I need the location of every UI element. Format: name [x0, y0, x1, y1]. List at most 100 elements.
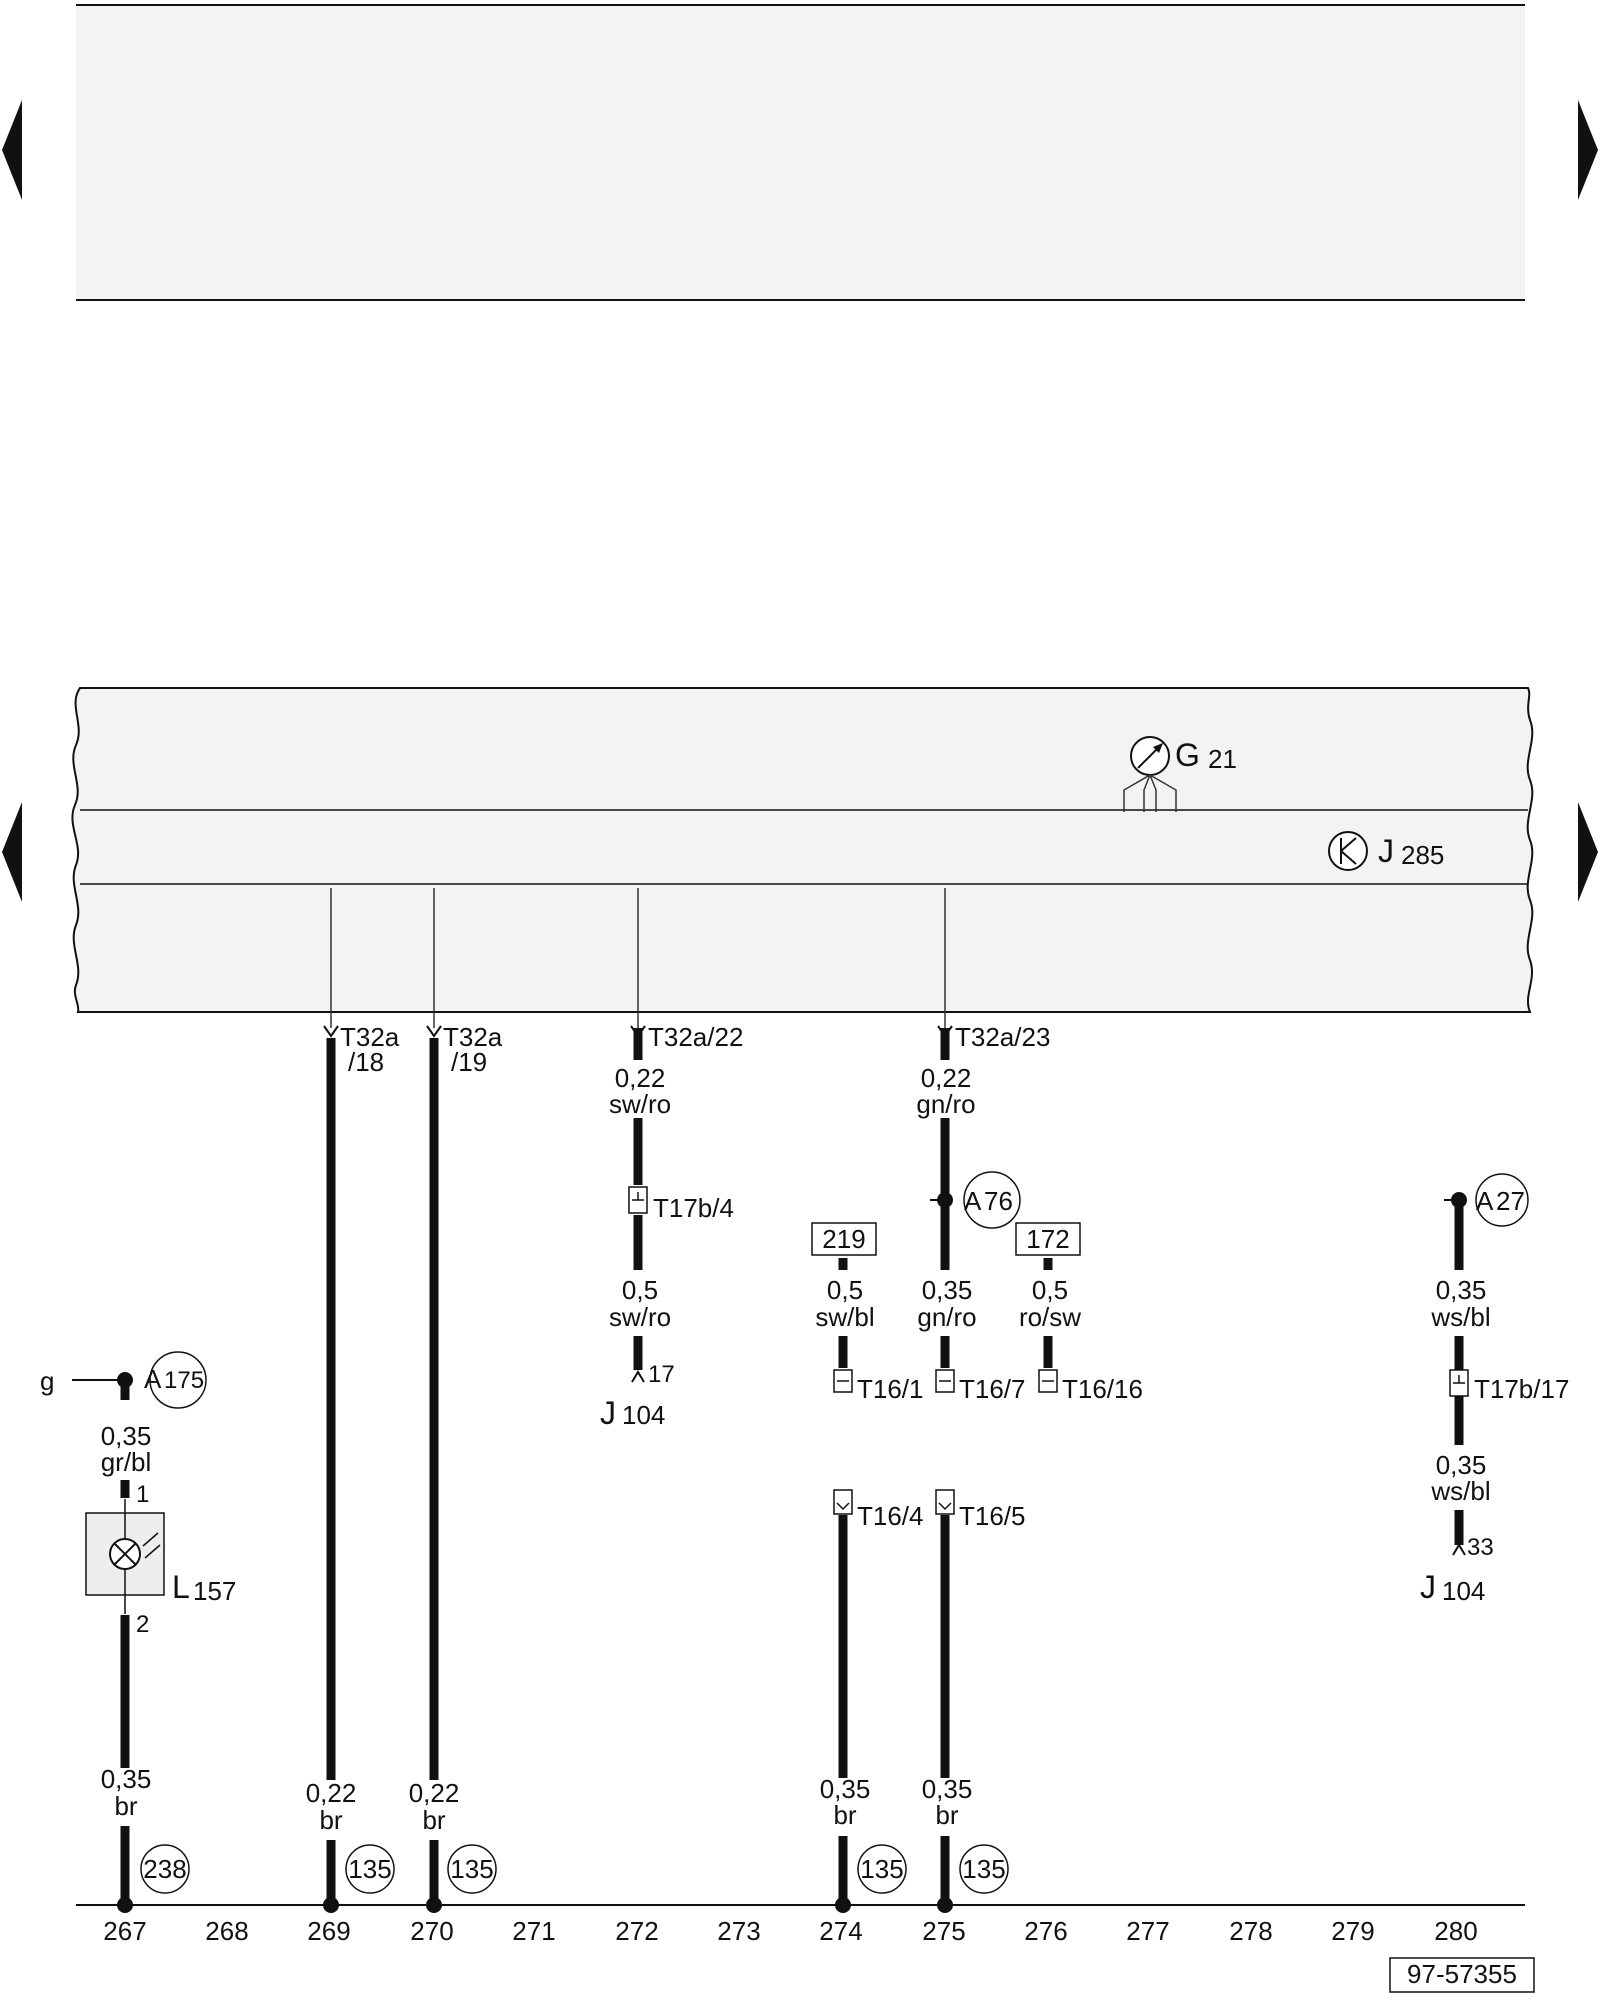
wire-color-275-top: gn/ro [916, 1089, 975, 1119]
pin-l157-1: 1 [136, 1481, 149, 1508]
connector-t17b-17-symbol [1449, 1369, 1469, 1397]
input-label-g: g [40, 1366, 54, 1396]
ref-box-172: 172 [1015, 1222, 1081, 1256]
wire-size-267-bot: 0,35 [101, 1764, 152, 1794]
g21-label: G [1175, 737, 1200, 773]
wire-color-274-top: sw/bl [815, 1302, 874, 1332]
connector-t16-5: T16/5 [959, 1501, 1026, 1531]
connector-t16-5-symbol [935, 1489, 955, 1515]
wire-size-275-bot: 0,35 [922, 1774, 973, 1804]
svg-text:172: 172 [1026, 1224, 1069, 1254]
svg-text:135: 135 [860, 1854, 903, 1884]
wire-size-269: 0,22 [306, 1778, 357, 1808]
track-280: 280 [1434, 1916, 1477, 1946]
top-panel [76, 4, 1525, 301]
l157-label: L [172, 1569, 190, 1605]
pin-arrow-j104-33 [1452, 1543, 1466, 1556]
pin-j104-17: 17 [648, 1361, 675, 1388]
svg-text:A: A [1476, 1186, 1494, 1216]
wire-size-272-top: 0,22 [615, 1063, 666, 1093]
svg-text:A: A [144, 1364, 162, 1394]
pin-arrow-j104-17 [631, 1370, 645, 1383]
track-278: 278 [1229, 1916, 1272, 1946]
wire-color-275-mid: gn/ro [917, 1302, 976, 1332]
connector-t16-1: T16/1 [857, 1374, 924, 1404]
svg-text:219: 219 [822, 1224, 865, 1254]
ground-ref-135-275: 135 [959, 1844, 1009, 1894]
prev-page-arrow-bottom[interactable] [2, 802, 22, 902]
wire-size-276: 0,5 [1032, 1275, 1068, 1305]
track-274: 274 [819, 1916, 862, 1946]
connector-t32a-18-l1: T32a [340, 1022, 400, 1052]
track-273: 273 [717, 1916, 760, 1946]
track-268: 268 [205, 1916, 248, 1946]
connector-t17b-17: T17b/17 [1474, 1374, 1569, 1404]
connector-t32a-18-l2: /18 [348, 1047, 384, 1077]
connector-t32a-19-l1: T32a [443, 1022, 503, 1052]
svg-text:97-57355: 97-57355 [1407, 1959, 1517, 1989]
pin-j104-33: 33 [1467, 1534, 1494, 1561]
connection-a27: A 27 [1475, 1173, 1529, 1227]
next-page-arrow-top[interactable] [1578, 100, 1598, 200]
connector-t16-7-symbol [935, 1369, 955, 1393]
wire-color-280-top: ws/bl [1430, 1302, 1490, 1332]
wire-color-267-top: gr/bl [101, 1447, 152, 1477]
ground-ref-135-270: 135 [447, 1844, 497, 1894]
track-279: 279 [1331, 1916, 1374, 1946]
ground-ref-238: 238 [140, 1844, 190, 1894]
connection-a175: A 175 [144, 1351, 207, 1409]
bulb-l157-symbol [85, 1499, 165, 1614]
wire-size-270: 0,22 [409, 1778, 460, 1808]
instrument-cluster-panel [71, 687, 1534, 1013]
wire-color-280-bot: ws/bl [1430, 1476, 1490, 1506]
connector-t32a-23: T32a/23 [955, 1022, 1050, 1052]
connector-t16-16: T16/16 [1062, 1374, 1143, 1404]
track-269: 269 [307, 1916, 350, 1946]
connector-t32a-22: T32a/22 [648, 1022, 743, 1052]
prev-page-arrow-top[interactable] [2, 100, 22, 200]
wire-size-280-bot: 0,35 [1436, 1450, 1487, 1480]
track-271: 271 [512, 1916, 555, 1946]
j285-control-unit-symbol [1328, 831, 1368, 871]
internal-leads [330, 888, 946, 1028]
connector-t16-7: T16/7 [959, 1374, 1026, 1404]
connection-a76: A 76 [963, 1171, 1021, 1229]
ground-ref-135-269: 135 [345, 1844, 395, 1894]
j285-label-sub: 285 [1401, 840, 1444, 870]
connector-t32a-19-l2: /19 [451, 1047, 487, 1077]
svg-text:175: 175 [164, 1367, 204, 1394]
j104-label-a: J [600, 1395, 616, 1431]
wire-color-276: ro/sw [1019, 1302, 1081, 1332]
wire-color-272-bot: sw/ro [609, 1302, 671, 1332]
connector-t16-4-symbol [833, 1489, 853, 1515]
connector-t16-1-symbol [833, 1369, 853, 1393]
wire-color-275-bot: br [935, 1800, 958, 1830]
track-277: 277 [1126, 1916, 1169, 1946]
ground-ref-135-274: 135 [857, 1844, 907, 1894]
connector-t16-4: T16/4 [857, 1501, 924, 1531]
connection-point-a76 [937, 1192, 953, 1208]
svg-text:135: 135 [450, 1854, 493, 1884]
connection-point-a27 [1451, 1192, 1467, 1208]
svg-text:76: 76 [984, 1186, 1013, 1216]
l157-label-sub: 157 [193, 1576, 236, 1606]
next-page-arrow-bottom[interactable] [1578, 802, 1598, 902]
drawing-number: 97-57355 [1389, 1957, 1535, 1993]
connector-t17b-4-symbol [628, 1186, 648, 1214]
track-267: 267 [103, 1916, 146, 1946]
svg-text:135: 135 [962, 1854, 1005, 1884]
wire-size-275-top: 0,22 [921, 1063, 972, 1093]
track-270: 270 [410, 1916, 453, 1946]
svg-text:238: 238 [143, 1854, 186, 1884]
wire-color-270: br [422, 1805, 445, 1835]
wire-size-275-mid: 0,35 [922, 1275, 973, 1305]
track-272: 272 [615, 1916, 658, 1946]
connector-t16-16-symbol [1038, 1369, 1058, 1393]
wire-color-274-bot: br [833, 1800, 856, 1830]
wire-size-274-bot: 0,35 [820, 1774, 871, 1804]
svg-text:A: A [964, 1186, 982, 1216]
connection-point-a175 [117, 1372, 133, 1388]
wire-size-267-top: 0,35 [101, 1421, 152, 1451]
ground-points [117, 1897, 953, 1913]
